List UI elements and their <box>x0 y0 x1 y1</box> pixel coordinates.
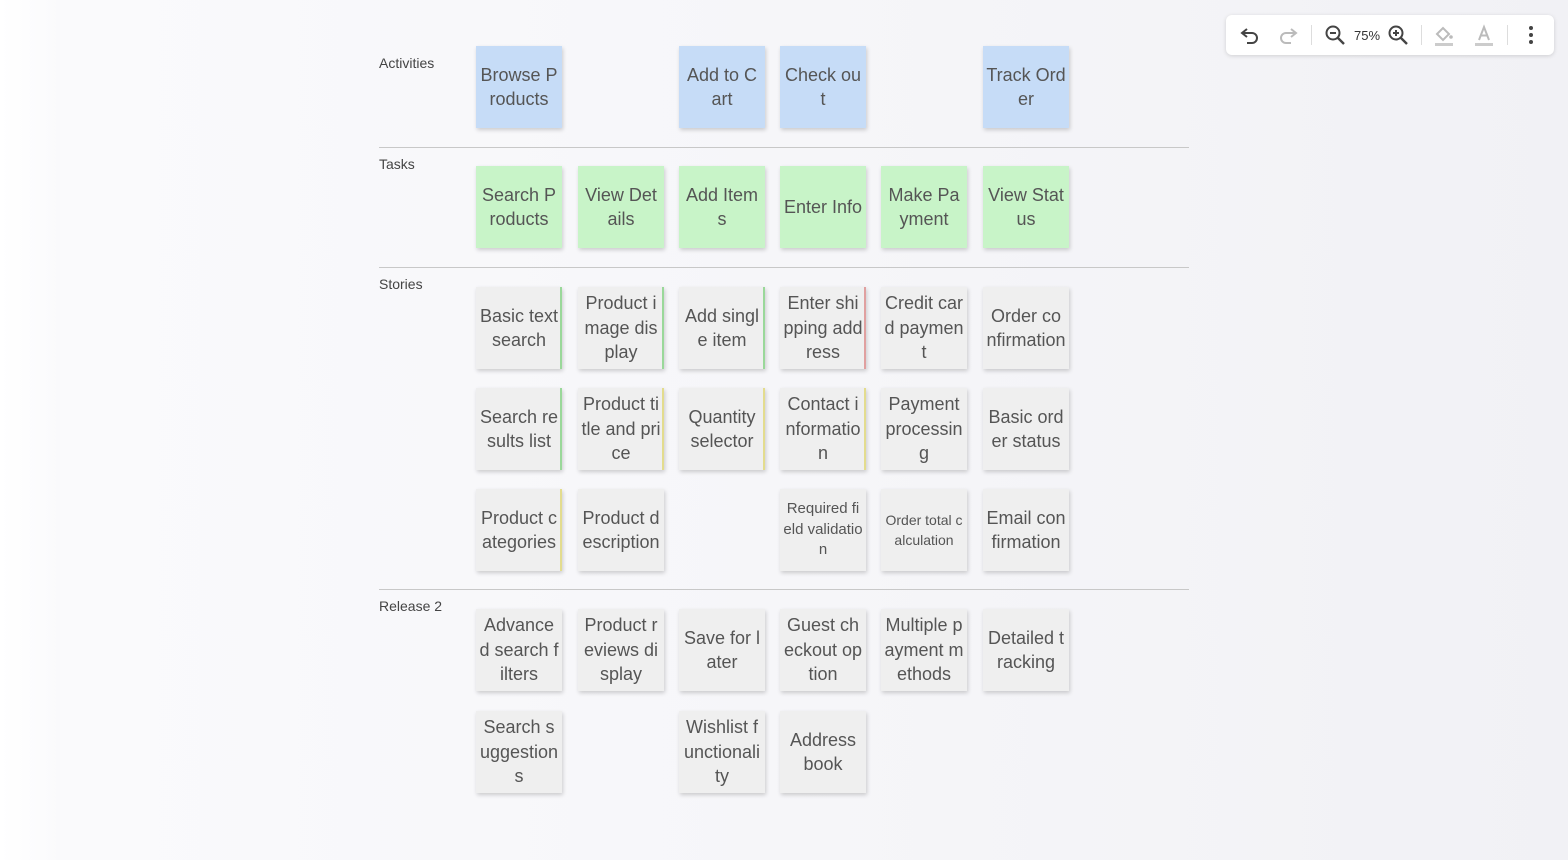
story-note[interactable]: Advanced search filters <box>476 609 562 691</box>
story-note[interactable]: Product title and price <box>578 388 664 470</box>
story-note[interactable]: Add single item <box>679 287 765 369</box>
story-note[interactable]: Detailed tracking <box>983 609 1069 691</box>
story-text: Order confirmation <box>986 305 1066 351</box>
task-note[interactable]: Add Items <box>679 166 765 248</box>
activity-note[interactable]: Check out <box>780 46 866 128</box>
task-note[interactable]: View Status <box>983 166 1069 248</box>
toolbar-divider <box>1311 25 1312 45</box>
activity-note[interactable]: Add to Cart <box>679 46 765 128</box>
story-note[interactable]: Contact information <box>780 388 866 470</box>
undo-icon[interactable] <box>1238 23 1262 47</box>
story-note[interactable]: Enter shipping address <box>780 287 866 369</box>
row-label-stories: Stories <box>379 276 423 292</box>
redo-icon[interactable] <box>1276 23 1300 47</box>
story-text: Product categories <box>480 507 558 553</box>
story-note[interactable]: Product categories <box>476 489 562 571</box>
story-text: Payment processing <box>885 394 963 464</box>
toolbar-divider <box>1421 25 1422 45</box>
story-note[interactable]: Guest checkout option <box>780 609 866 691</box>
row-label-tasks: Tasks <box>379 156 415 172</box>
status-indicator <box>763 287 765 369</box>
more-icon[interactable] <box>1519 23 1543 47</box>
status-indicator <box>560 489 562 571</box>
status-indicator <box>560 388 562 470</box>
task-note[interactable]: Make Payment <box>881 166 967 248</box>
story-note[interactable]: Basic order status <box>983 388 1069 470</box>
story-text: Product image display <box>584 293 658 363</box>
status-indicator <box>864 287 866 369</box>
story-text: Add single item <box>684 305 760 351</box>
story-text: Order total calculation <box>885 512 963 548</box>
task-note[interactable]: View Details <box>578 166 664 248</box>
story-note[interactable]: Save for later <box>679 609 765 691</box>
row-divider <box>379 267 1189 268</box>
row-label-release-2: Release 2 <box>379 598 443 614</box>
story-note[interactable]: Address book <box>780 711 866 793</box>
story-note[interactable]: Payment processing <box>881 388 967 470</box>
story-note[interactable]: Order confirmation <box>983 287 1069 369</box>
story-note[interactable]: Multiple payment methods <box>881 609 967 691</box>
fill-color-icon[interactable] <box>1432 23 1456 47</box>
story-note[interactable]: Product reviews display <box>578 609 664 691</box>
text-color-icon[interactable] <box>1472 23 1496 47</box>
zoom-in-icon[interactable] <box>1386 23 1410 47</box>
story-note[interactable]: Basic text search <box>476 287 562 369</box>
story-text: Credit card payment <box>884 293 964 363</box>
status-indicator <box>560 287 562 369</box>
row-divider <box>379 589 1189 590</box>
story-note[interactable]: Product image display <box>578 287 664 369</box>
story-text: Basic text search <box>479 305 559 351</box>
story-note[interactable]: Search suggestions <box>476 711 562 793</box>
story-note[interactable]: Credit card payment <box>881 287 967 369</box>
story-note[interactable]: Product description <box>578 489 664 571</box>
story-text: Enter shipping address <box>783 293 863 363</box>
status-indicator <box>864 388 866 470</box>
row-divider <box>379 147 1189 148</box>
story-note[interactable]: Quantity selector <box>679 388 765 470</box>
story-text: Basic order status <box>988 406 1064 452</box>
story-text: Quantity selector <box>688 406 756 452</box>
story-note[interactable]: Email confirmation <box>983 489 1069 571</box>
status-indicator <box>662 388 664 470</box>
story-text: Required field validation <box>783 500 863 559</box>
story-text: Search results list <box>479 406 559 452</box>
story-note[interactable]: Search results list <box>476 388 562 470</box>
story-note[interactable]: Order total calculation <box>881 489 967 571</box>
status-indicator <box>763 388 765 470</box>
row-label-activities: Activities <box>379 55 435 71</box>
task-note[interactable]: Search Products <box>476 166 562 248</box>
story-text: Product description <box>582 507 660 553</box>
canvas-toolbar: 75% <box>1226 15 1554 55</box>
task-note[interactable]: Enter Info <box>780 166 866 248</box>
zoom-level: 75% <box>1354 28 1381 43</box>
story-note[interactable]: Wishlist functionality <box>679 711 765 793</box>
story-text: Contact information <box>785 394 861 464</box>
story-note[interactable]: Required field validation <box>780 489 866 571</box>
activity-note[interactable]: Track Order <box>983 46 1069 128</box>
story-text: Email confirmation <box>986 507 1066 553</box>
toolbar-divider <box>1507 25 1508 45</box>
story-text: Product title and price <box>581 394 661 464</box>
status-indicator <box>662 287 664 369</box>
activity-note[interactable]: Browse Products <box>476 46 562 128</box>
zoom-out-icon[interactable] <box>1323 23 1347 47</box>
